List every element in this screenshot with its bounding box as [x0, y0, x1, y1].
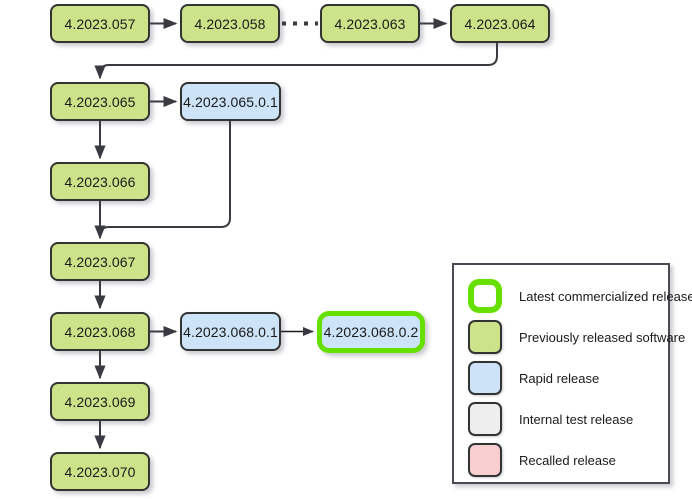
legend-swatch-red [468, 443, 502, 477]
node-n065-0-1[interactable]: 4.2023.065.0.1 [180, 82, 281, 121]
node-label: 4.2023.068.0.2 [323, 324, 419, 340]
node-n066[interactable]: 4.2023.066 [50, 162, 150, 201]
node-n070[interactable]: 4.2023.070 [50, 452, 150, 491]
legend-item-gray: Internal test release [468, 402, 633, 436]
legend-item-latest: Latest commercialized release [468, 279, 692, 313]
node-label: 4.2023.068.0.1 [183, 323, 278, 340]
legend-label: Rapid release [519, 370, 600, 386]
node-label: 4.2023.067 [64, 253, 136, 270]
node-n058[interactable]: 4.2023.058 [180, 4, 280, 43]
legend-label: Latest commercialized release [519, 288, 692, 304]
node-n068[interactable]: 4.2023.068 [50, 312, 150, 351]
node-label: 4.2023.066 [64, 173, 136, 190]
legend-item-red: Recalled release [468, 443, 616, 477]
legend-label: Previously released software [519, 329, 686, 345]
node-label: 4.2023.068 [64, 323, 136, 340]
edge-064-to-065 [94, 43, 498, 80]
node-label: 4.2023.069 [64, 393, 136, 410]
node-n067[interactable]: 4.2023.067 [50, 242, 150, 281]
node-label: 4.2023.057 [64, 15, 136, 32]
legend-label: Internal test release [519, 411, 634, 427]
legend-item-blue: Rapid release [468, 361, 599, 395]
node-label: 4.2023.070 [64, 463, 136, 480]
node-n068-0-2[interactable]: 4.2023.068.0.2 [317, 311, 425, 353]
legend-swatch-green [468, 320, 502, 354]
node-label: 4.2023.065.0.1 [183, 93, 278, 110]
legend-swatch-blue [468, 361, 502, 395]
legend-item-green: Previously released software [468, 320, 685, 354]
node-n065[interactable]: 4.2023.065 [50, 82, 150, 121]
node-label: 4.2023.063 [334, 15, 406, 32]
node-label: 4.2023.065 [64, 93, 136, 110]
node-n057[interactable]: 4.2023.057 [50, 4, 150, 43]
node-n063[interactable]: 4.2023.063 [320, 4, 420, 43]
legend-label: Recalled release [519, 452, 616, 468]
node-label: 4.2023.058 [194, 15, 266, 32]
node-label: 4.2023.064 [464, 15, 536, 32]
node-n069[interactable]: 4.2023.069 [50, 382, 150, 421]
node-n064[interactable]: 4.2023.064 [450, 4, 550, 43]
legend-swatch-gray [468, 402, 502, 436]
legend-swatch-latest [468, 279, 502, 313]
node-n068-0-1[interactable]: 4.2023.068.0.1 [180, 312, 281, 351]
